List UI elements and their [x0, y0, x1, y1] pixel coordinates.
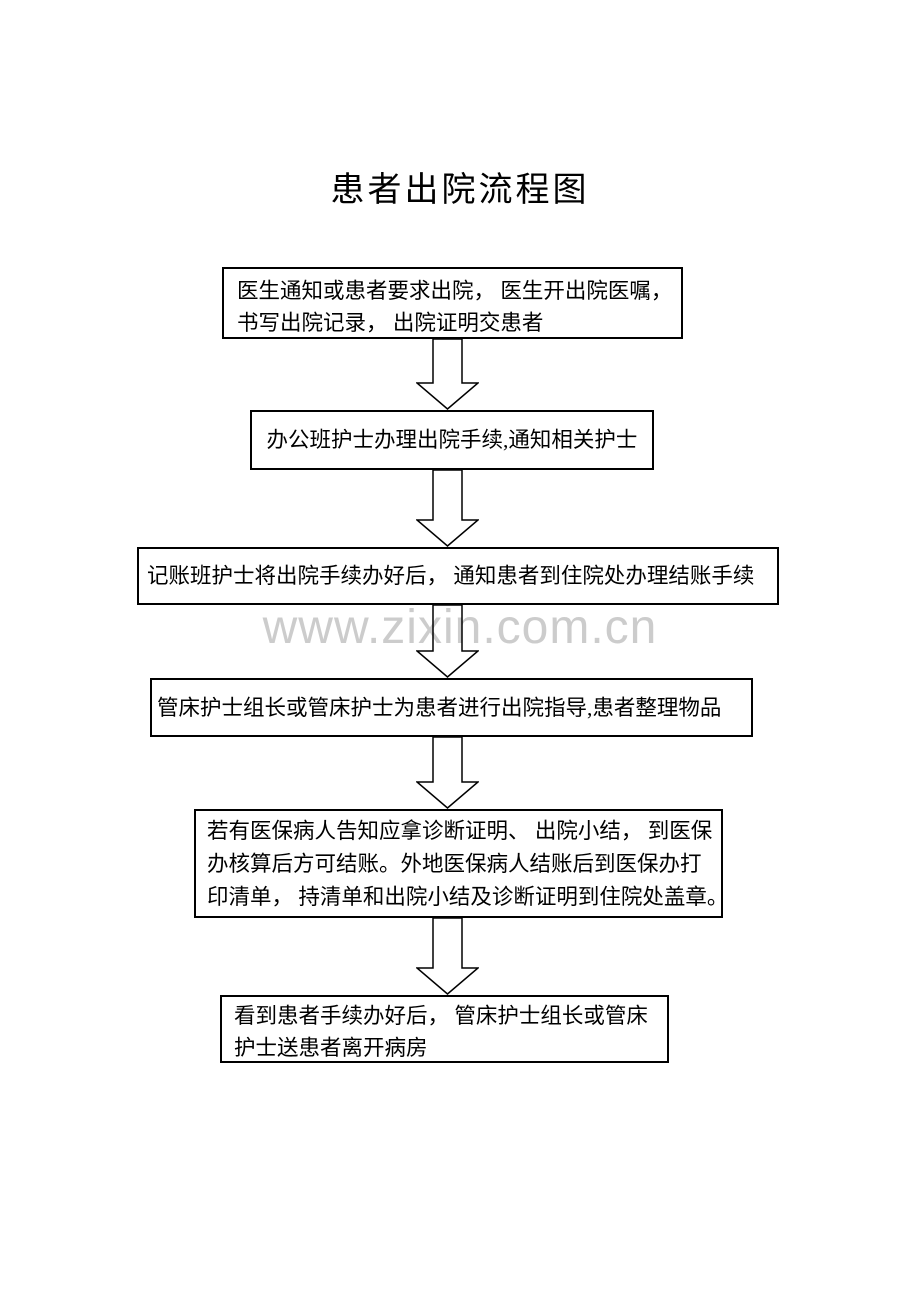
watermark: www.zixin.com.cn [262, 601, 658, 654]
flow-node-step-5: 若有医保病人告知应拿诊断证明、 出院小结， 到医保 办核算后方可结账。外地医保病… [194, 809, 729, 918]
flow-arrow-down-4 [416, 737, 479, 809]
flow-node-step-1: 医生通知或患者要求出院， 医生开出院医嘱， 书写出院记录， 出院证明交患者 [222, 267, 683, 339]
flow-node-text: 医生通知或患者要求出院， 医生开出院医嘱， [237, 279, 673, 303]
flow-node-step-4: 管床护士组长或管床护士为患者进行出院指导,患者整理物品 [150, 678, 753, 737]
flow-node-step-6: 看到患者手续办好后， 管床护士组长或管床 护士送患者离开病房 [220, 995, 669, 1063]
flow-arrow-down-2 [416, 470, 479, 547]
flow-node-text: 记账班护士将出院手续办好后， 通知患者到住院处办理结账手续 [147, 564, 755, 588]
flow-node-text: 办核算后方可结账。外地医保病人结账后到医保办打 [207, 852, 702, 876]
page-title: 患者出院流程图 [330, 172, 590, 209]
flow-node-text: 若有医保病人告知应拿诊断证明、 出院小结， 到医保 [207, 819, 713, 843]
flow-node-text: 管床护士组长或管床护士为患者进行出院指导,患者整理物品 [157, 695, 722, 720]
flow-node-step-3: 记账班护士将出院手续办好后， 通知患者到住院处办理结账手续 [137, 547, 779, 605]
flow-node-text: 护士送患者离开病房 [234, 1036, 428, 1060]
flow-arrow-down-5 [416, 918, 479, 995]
flow-node-text: 看到患者手续办好后， 管床护士组长或管床 [234, 1004, 648, 1028]
flow-node-text: 办公班护士办理出院手续,通知相关护士 [266, 428, 638, 452]
flow-node-step-2: 办公班护士办理出院手续,通知相关护士 [250, 410, 654, 470]
flow-arrow-down-1 [416, 339, 479, 410]
flow-node-text: 印清单， 持清单和出院小结及诊断证明到住院处盖章。 [207, 885, 729, 909]
flow-node-text: 书写出院记录， 出院证明交患者 [237, 311, 544, 335]
flow-arrow-down-3 [416, 605, 479, 678]
